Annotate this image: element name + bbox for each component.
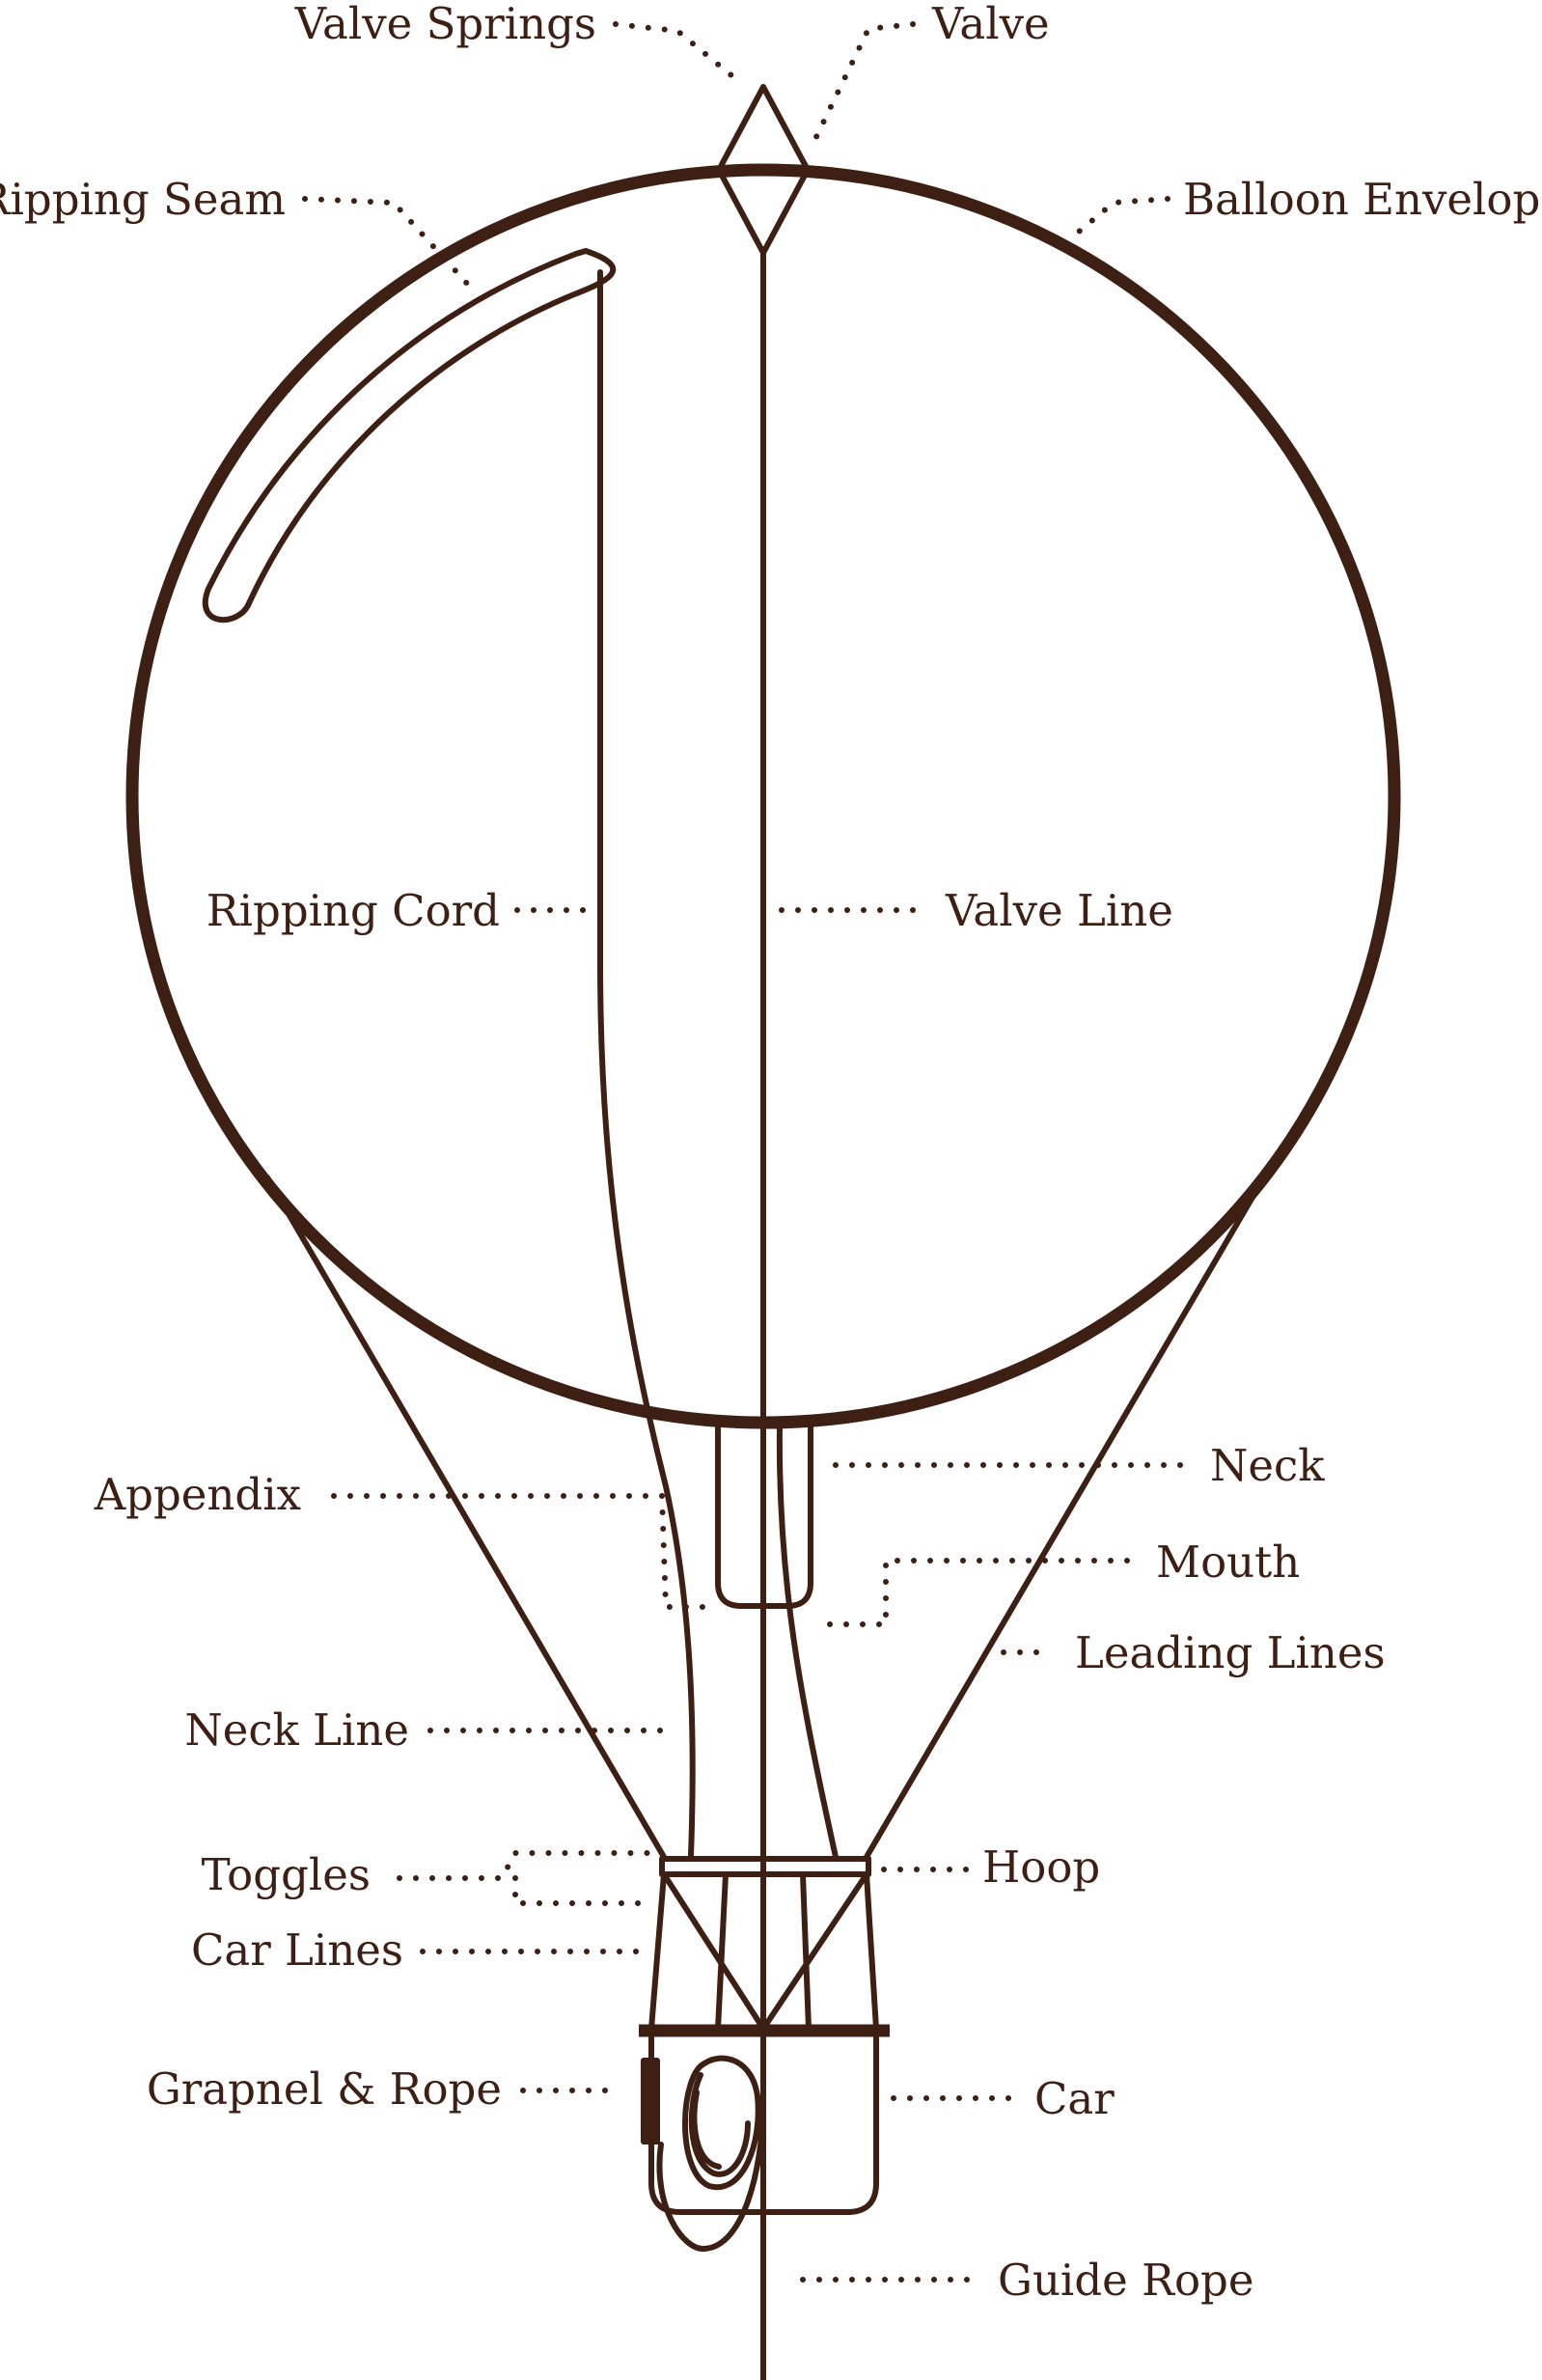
grapnel-rope-loop bbox=[691, 2089, 722, 2170]
leading-line-right bbox=[864, 1175, 1267, 1860]
label-appendix: Appendix bbox=[94, 1469, 301, 1520]
car-line bbox=[715, 1871, 729, 2032]
leader-balloon-envelope bbox=[1076, 196, 1170, 235]
leader-valve bbox=[810, 21, 916, 148]
grapnel-rope-loop bbox=[688, 2072, 751, 2177]
leading-line-left bbox=[264, 1175, 667, 1860]
neck-shape bbox=[715, 1422, 813, 1609]
label-ripping-seam: Ripping Seam bbox=[0, 174, 286, 225]
car-line bbox=[661, 1871, 766, 2032]
ripping-seam-panel bbox=[203, 248, 617, 623]
leader-mouth bbox=[827, 1558, 1132, 1627]
label-valve: Valve bbox=[931, 0, 1050, 49]
label-hoop: Hoop bbox=[982, 1841, 1100, 1893]
ripping-cord bbox=[597, 269, 696, 1858]
car-line bbox=[760, 1871, 869, 2032]
label-car-lines: Car Lines bbox=[191, 1924, 403, 1976]
label-neck: Neck bbox=[1210, 1440, 1325, 1491]
car-line bbox=[864, 1871, 879, 2032]
label-leading-lines: Leading Lines bbox=[1075, 1627, 1386, 1678]
car-line bbox=[800, 1871, 812, 2032]
car-line bbox=[648, 1871, 667, 2032]
label-grapnel-rope: Grapnel & Rope bbox=[147, 2063, 502, 2115]
label-toggles: Toggles bbox=[202, 1849, 371, 1900]
leader-toggles bbox=[397, 1850, 657, 1906]
label-valve-line: Valve Line bbox=[945, 885, 1173, 936]
label-balloon-envelope: Balloon Envelope bbox=[1183, 174, 1542, 225]
car-basket bbox=[648, 2034, 879, 2215]
grapnel bbox=[641, 2058, 660, 2145]
label-mouth: Mouth bbox=[1156, 1536, 1300, 1588]
label-ripping-cord: Ripping Cord bbox=[207, 885, 500, 936]
leader-ripping-seam bbox=[302, 196, 472, 289]
label-valve-springs: Valve Springs bbox=[294, 0, 596, 49]
grapnel-rope-hang bbox=[656, 2101, 766, 2252]
leader-valve-springs bbox=[613, 21, 746, 88]
label-neck-line: Neck Line bbox=[184, 1704, 409, 1756]
label-guide-rope: Guide Rope bbox=[998, 2255, 1253, 2306]
leader-appendix bbox=[331, 1493, 705, 1610]
neck-line bbox=[776, 1422, 839, 1860]
label-car: Car bbox=[1034, 2073, 1115, 2124]
grapnel-rope-loop bbox=[682, 2055, 761, 2191]
